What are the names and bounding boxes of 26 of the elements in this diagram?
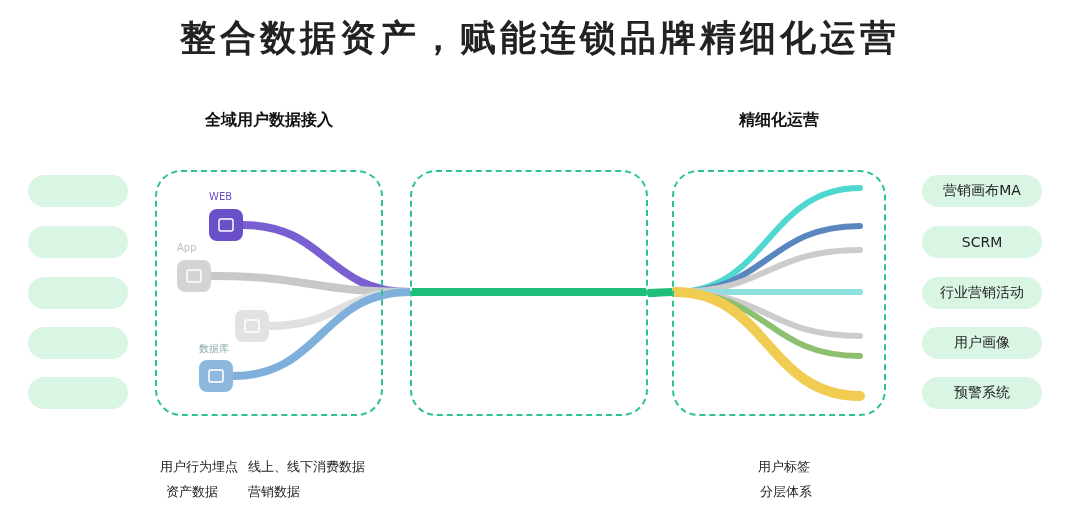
tile-label: 数据库 xyxy=(199,342,229,356)
dashed-panel xyxy=(410,170,648,416)
title: 整合数据资产，赋能连锁品牌精细化运营 xyxy=(178,16,901,60)
tag-pill xyxy=(28,377,128,409)
caption-text: 用户标签 xyxy=(758,458,810,476)
caption-text: 用户行为埋点 xyxy=(160,458,238,476)
tag-pill xyxy=(28,327,128,359)
tile-label: WEB xyxy=(209,191,233,202)
tag-pill xyxy=(28,226,128,258)
tag-pill xyxy=(28,277,128,309)
tile-label: App xyxy=(177,242,197,253)
panel-heading: 全域用户数据接入 xyxy=(204,110,334,131)
caption-text: 线上、线下消费数据 xyxy=(248,458,365,476)
tag-pill: 预警系统 xyxy=(922,377,1042,409)
tag-pill: 行业营销活动 xyxy=(922,277,1042,309)
flow-stream xyxy=(647,288,673,297)
source-tile xyxy=(235,310,269,342)
flow-stream xyxy=(232,288,411,380)
tag-pill: 营销画布MA xyxy=(922,175,1042,207)
caption-text: 营销数据 xyxy=(248,483,300,501)
tag-pill: SCRM xyxy=(922,226,1042,258)
tag-pill xyxy=(28,175,128,207)
caption-text: 资产数据 xyxy=(166,483,218,501)
tag-pill: 用户画像 xyxy=(922,327,1042,359)
panel-heading: 精细化运营 xyxy=(738,110,820,131)
caption-text: 分层体系 xyxy=(760,483,812,501)
